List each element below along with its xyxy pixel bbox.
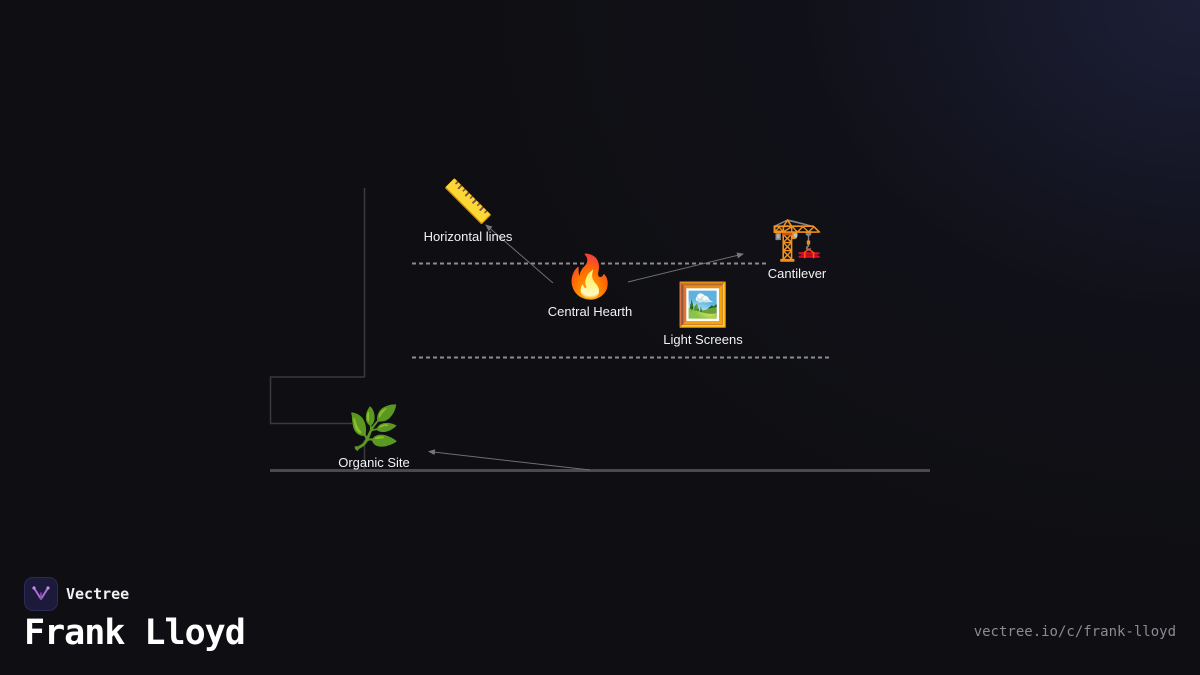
arrow-ground-to-organic-site xyxy=(428,449,591,471)
page-url-link[interactable]: vectree.io/c/frank-lloyd xyxy=(973,624,1176,640)
brand[interactable]: Vectree xyxy=(24,577,129,611)
brand-name: Vectree xyxy=(66,585,130,603)
arrow-hearth-to-horizontal-lines xyxy=(485,224,554,284)
arrow-hearth-to-cantilever xyxy=(627,252,744,283)
node-cantilever[interactable]: 🏗️ Cantilever xyxy=(768,214,827,282)
node-label: Organic Site xyxy=(338,455,410,470)
vectree-logo-icon xyxy=(24,577,58,611)
node-label: Light Screens xyxy=(663,332,743,347)
node-central-hearth[interactable]: 🔥 Central Hearth xyxy=(548,252,633,320)
page-title: Frank Lloyd xyxy=(24,613,246,653)
node-label: Cantilever xyxy=(767,266,827,281)
fire-icon: 🔥 xyxy=(563,253,617,300)
node-label: Horizontal lines xyxy=(423,229,513,244)
crane-icon: 🏗️ xyxy=(770,215,824,262)
herb-icon: 🌿 xyxy=(347,404,401,451)
node-label: Central Hearth xyxy=(547,304,633,319)
framed-picture-icon: 🖼️ xyxy=(676,281,730,328)
node-organic-site[interactable]: 🌿 Organic Site xyxy=(338,403,410,471)
node-light-screens[interactable]: 🖼️ Light Screens xyxy=(663,280,743,348)
node-horizontal-lines[interactable]: 📏 Horizontal lines xyxy=(424,177,513,245)
ruler-icon: 📏 xyxy=(441,178,495,225)
wall-bracket-line xyxy=(269,376,365,425)
